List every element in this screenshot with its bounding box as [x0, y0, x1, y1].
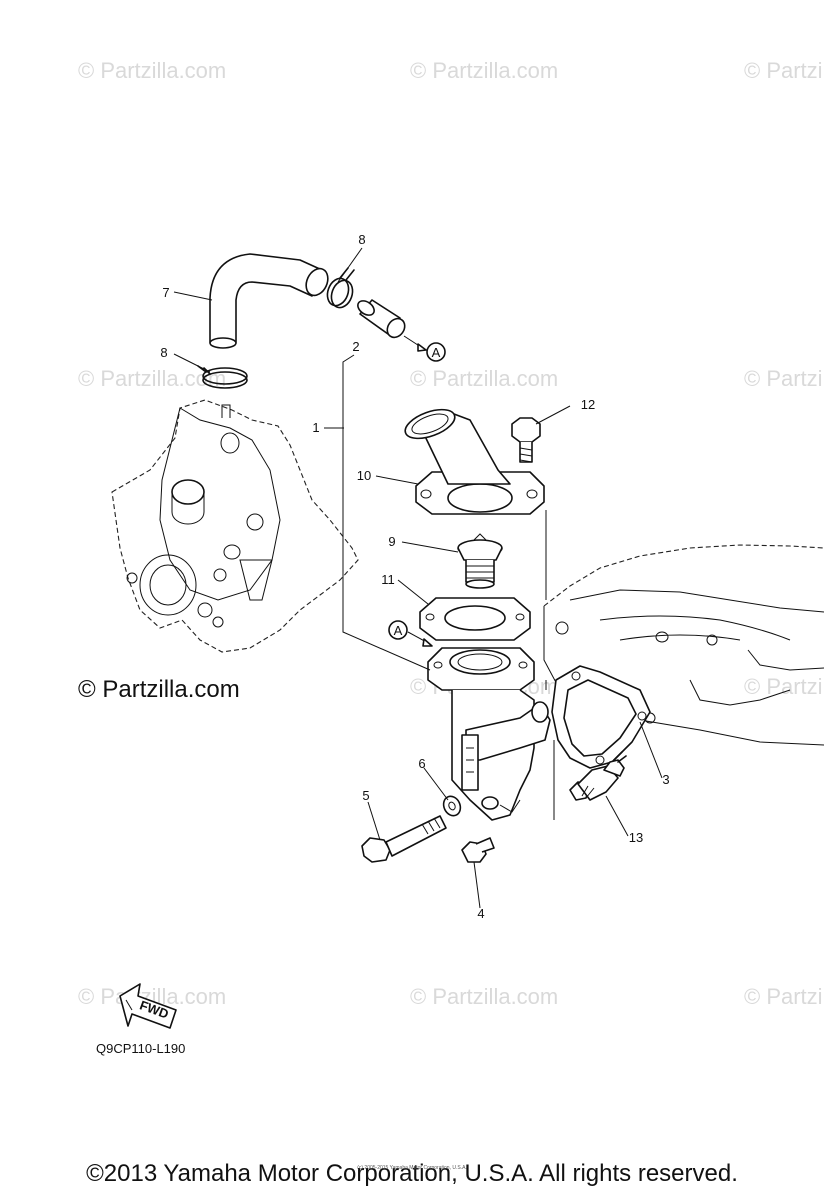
fwd-arrow-icon: FWD: [119, 983, 177, 1029]
callout-8-top: 8: [358, 232, 365, 247]
watermark: © Partzilla.com: [744, 366, 824, 391]
watermark: © Partzilla.com: [78, 366, 226, 391]
callout-11: 11: [381, 572, 395, 587]
callout-8-left: 8: [160, 345, 167, 360]
bolt-4: [461, 837, 495, 863]
leader-lines: [173, 247, 663, 909]
clamp-8-top: [326, 267, 355, 309]
assembly-bracket-1: [342, 354, 431, 671]
callout-13: 13: [629, 830, 643, 845]
callout-1: 1: [312, 420, 319, 435]
callout-4: 4: [477, 906, 484, 921]
reference-marker-a-top: A: [403, 335, 446, 362]
watermark: © Partzilla.com: [410, 984, 558, 1009]
watermark: © Partzilla.com: [744, 58, 824, 83]
assembly-bracket-3: [545, 510, 555, 820]
callout-9: 9: [388, 534, 395, 549]
gasket-3: [551, 665, 651, 769]
watermark: © Partzilla.com: [744, 674, 824, 699]
engine-block-left: [111, 399, 359, 653]
hose-7: [209, 253, 329, 349]
callout-3: 3: [662, 772, 669, 787]
partzilla-mark: © Partzilla.com: [78, 676, 240, 703]
sensor-13: [569, 751, 627, 801]
callout-2: 2: [352, 339, 359, 354]
callout-12: 12: [581, 397, 595, 412]
watermark: © Partzilla.com: [78, 58, 226, 83]
callout-7: 7: [162, 285, 169, 300]
thermostat-cover-10: [404, 408, 545, 515]
thermostat-9: [457, 533, 503, 589]
marker-a-label: A: [432, 345, 441, 360]
watermark: © Partzilla.com: [410, 58, 558, 83]
watermark-grid: © Partzilla.com © Partzilla.com © Partzi…: [78, 58, 824, 1009]
reference-marker-a-mid: A: [388, 620, 433, 647]
watermark: © Partzilla.com: [410, 366, 558, 391]
callout-5: 5: [362, 788, 369, 803]
copyright-notice: ©2013 Yamaha Motor Corporation, U.S.A. A…: [86, 1160, 738, 1187]
bolt-12: [511, 417, 541, 463]
watermark: © Partzilla.com: [744, 984, 824, 1009]
callout-6: 6: [418, 756, 425, 771]
marker-a-label: A: [394, 623, 403, 638]
gasket-11: [419, 597, 531, 641]
fitting-2: [357, 299, 406, 339]
callouts: 8 7 2 8 1 12 10 9 11 3 6 5 13 4: [160, 232, 669, 921]
tiny-credit: (c) 2005-2015 Yamaha Motor Corporation, …: [357, 1165, 467, 1171]
washer-6: [442, 795, 462, 817]
callout-10: 10: [357, 468, 371, 483]
bolt-5: [361, 815, 447, 863]
thermostat-housing-lower: [427, 647, 551, 821]
diagram-code: Q9CP110-L190: [96, 1041, 186, 1056]
